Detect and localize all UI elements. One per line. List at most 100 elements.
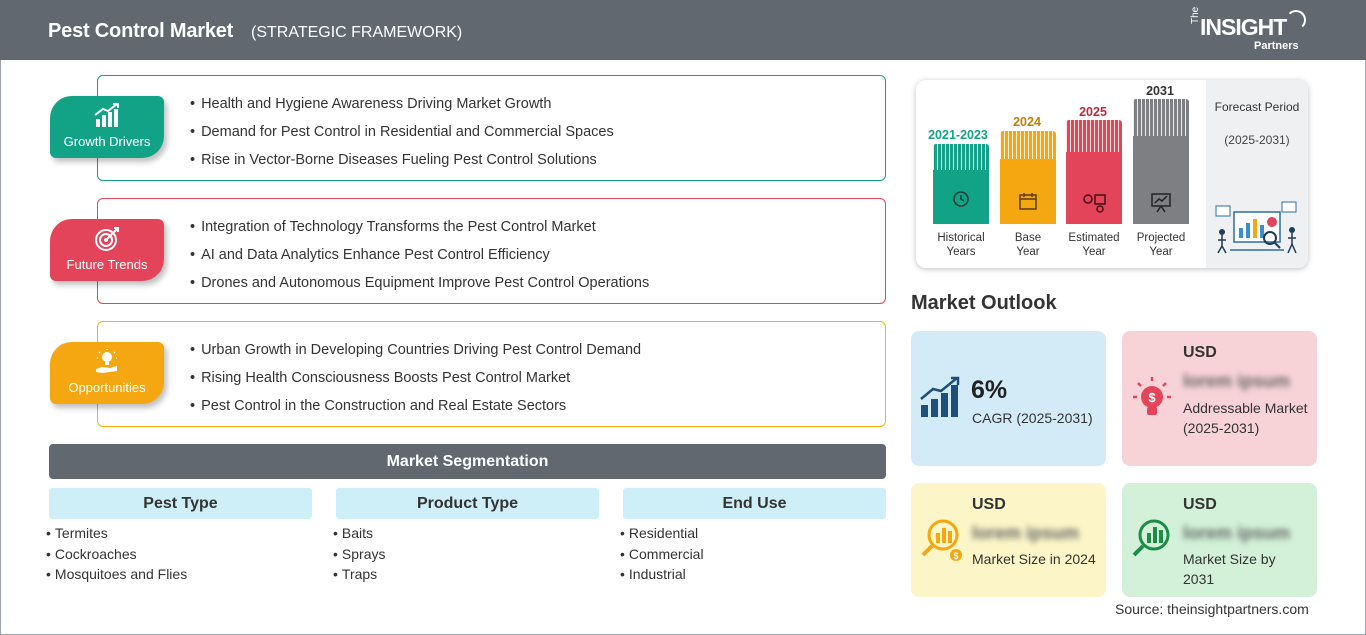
future-trends-panel: Integration of Technology Transforms the… (97, 198, 886, 304)
list-item: Rising Health Consciousness Boosts Pest … (190, 368, 641, 396)
target-icon (95, 227, 119, 251)
bar-projected (1133, 99, 1189, 224)
bar-stripes (1066, 120, 1122, 152)
cagr-label: CAGR (2025-2031) (972, 410, 1093, 426)
segment-pest-type-title: Pest Type (49, 488, 312, 519)
analytics-illustration-icon (1215, 201, 1297, 254)
list-item: Drones and Autonomous Equipment Improve … (190, 273, 649, 301)
list-item: Urban Growth in Developing Countries Dri… (190, 340, 641, 368)
timeline-card: 2021-2023 Historical Years 2024 Base Yea… (916, 80, 1308, 268)
list-item: Industrial (620, 564, 704, 585)
list-item: Health and Hygiene Awareness Driving Mar… (190, 94, 614, 122)
presentation-icon (1151, 193, 1171, 213)
logo-insight: INSIGHT (1200, 14, 1287, 40)
magnifier-chart-icon: $ (921, 519, 962, 561)
history-icon (953, 191, 969, 207)
list-item: Sprays (333, 544, 386, 565)
forecast-period-range: (2025-2031) (1224, 133, 1290, 147)
list-item: Traps (333, 564, 385, 585)
lightbulb-hand-icon (96, 349, 117, 373)
bar-historical (933, 144, 989, 224)
size-2024-value: lorem ipsum (972, 523, 1080, 543)
year-projected: 2031 (1146, 84, 1174, 98)
label-base-line2: Year (1016, 246, 1040, 258)
size-2024-label: Market Size in 2024 (972, 551, 1096, 567)
market-outlook-title: Market Outlook (911, 292, 1057, 314)
size-2024-usd: USD (972, 496, 1006, 513)
opportunities-list: Urban Growth in Developing Countries Dri… (190, 340, 641, 424)
label-base: Base Year (993, 231, 1063, 259)
segment-end-use-list: Residential Commercial Industrial (620, 523, 704, 585)
list-item: AI and Data Analytics Enhance Pest Contr… (190, 245, 649, 273)
size-2031-label: Market Size by 2031 (1183, 551, 1276, 587)
segment-product-type-list: Baits Sprays Traps (333, 523, 386, 585)
opportunities-badge: Opportunities (50, 342, 164, 404)
label-estimated: Estimated Year (1059, 231, 1129, 259)
future-trends-list: Integration of Technology Transforms the… (190, 217, 649, 301)
calendar-icon (1019, 193, 1037, 210)
size-2031-usd: USD (1183, 496, 1217, 513)
cagr-value: 6% (971, 376, 1008, 404)
gears-chart-icon (1083, 194, 1106, 213)
list-item: Pest Control in the Construction and Rea… (190, 396, 641, 424)
addressable-value: lorem ipsum (1183, 371, 1291, 391)
opportunities-label: Opportunities (68, 380, 146, 395)
cagr-card: 6% CAGR (2025-2031) (911, 331, 1106, 466)
growth-drivers-list: Health and Hygiene Awareness Driving Mar… (190, 94, 614, 178)
label-estimated-line1: Estimated (1068, 232, 1120, 244)
bar-stripes (1000, 131, 1056, 159)
label-base-line1: Base (1014, 232, 1042, 244)
segment-end-use-title: End Use (623, 488, 886, 519)
list-item: Cockroaches (46, 544, 187, 565)
list-item: Rise in Vector-Borne Diseases Fueling Pe… (190, 150, 614, 178)
bar-stripes (1133, 99, 1189, 136)
bar-chart-growth-icon (94, 103, 119, 127)
addressable-label: Addressable Market (2025-2031) (1183, 400, 1308, 436)
year-estimated: 2025 (1079, 105, 1107, 119)
future-trends-badge: Future Trends (50, 219, 164, 281)
page-title: Pest Control Market (48, 20, 234, 42)
list-item: Residential (620, 523, 704, 544)
lightbulb-dollar-icon: $ (1133, 377, 1171, 415)
market-size-2024-card: USD lorem ipsum $ Market Size in 2024 (911, 483, 1106, 597)
year-historical: 2021-2023 (928, 128, 988, 142)
market-segmentation-header: Market Segmentation (49, 444, 886, 479)
label-projected: Projected Year (1126, 231, 1196, 259)
list-item: Termites (46, 523, 187, 544)
list-item: Mosquitoes and Flies (46, 564, 187, 585)
bar-estimated (1066, 120, 1122, 224)
growth-chart-icon (920, 376, 960, 417)
label-estimated-line2: Year (1082, 246, 1106, 258)
forecast-period-title: Forecast Period (1214, 100, 1300, 114)
insight-partners-logo[interactable]: The INSIGHT Partners (1190, 7, 1310, 54)
svg-text:$: $ (1148, 390, 1156, 405)
label-historical-line2: Years (946, 246, 976, 258)
list-item: Baits (333, 523, 385, 544)
size-2031-value: lorem ipsum (1183, 523, 1291, 543)
bar-base (1000, 131, 1056, 224)
logo-partners: Partners (1254, 40, 1299, 52)
magnifier-bars-icon (1132, 519, 1170, 557)
list-item: Commercial (620, 544, 704, 565)
future-trends-label: Future Trends (66, 257, 148, 272)
market-size-2031-card: USD lorem ipsum Market Size by 2031 (1122, 483, 1317, 597)
opportunities-panel: Urban Growth in Developing Countries Dri… (97, 321, 886, 427)
label-historical-line1: Historical (937, 232, 985, 244)
year-base: 2024 (1013, 115, 1041, 129)
segment-pest-type-list: Termites Cockroaches Mosquitoes and Flie… (46, 523, 187, 585)
svg-text:$: $ (953, 551, 958, 561)
growth-drivers-badge: Growth Drivers (50, 96, 164, 158)
page-subtitle: (STRATEGIC FRAMEWORK) (251, 24, 463, 41)
segment-product-type-title: Product Type (336, 488, 599, 519)
label-projected-line1: Projected (1136, 232, 1186, 244)
label-projected-line2: Year (1149, 246, 1173, 258)
source-citation: Source: theinsightpartners.com (1115, 601, 1309, 617)
growth-drivers-panel: Health and Hygiene Awareness Driving Mar… (97, 75, 886, 181)
list-item: Integration of Technology Transforms the… (190, 217, 649, 245)
header-bar: Pest Control Market (STRATEGIC FRAMEWORK… (0, 0, 1366, 60)
addressable-market-card: USD lorem ipsum $ Addressable Market (20… (1122, 331, 1317, 466)
growth-drivers-label: Growth Drivers (63, 134, 151, 149)
logo-arc-icon (1286, 10, 1306, 30)
list-item: Demand for Pest Control in Residential a… (190, 122, 614, 150)
label-historical: Historical Years (926, 231, 996, 259)
